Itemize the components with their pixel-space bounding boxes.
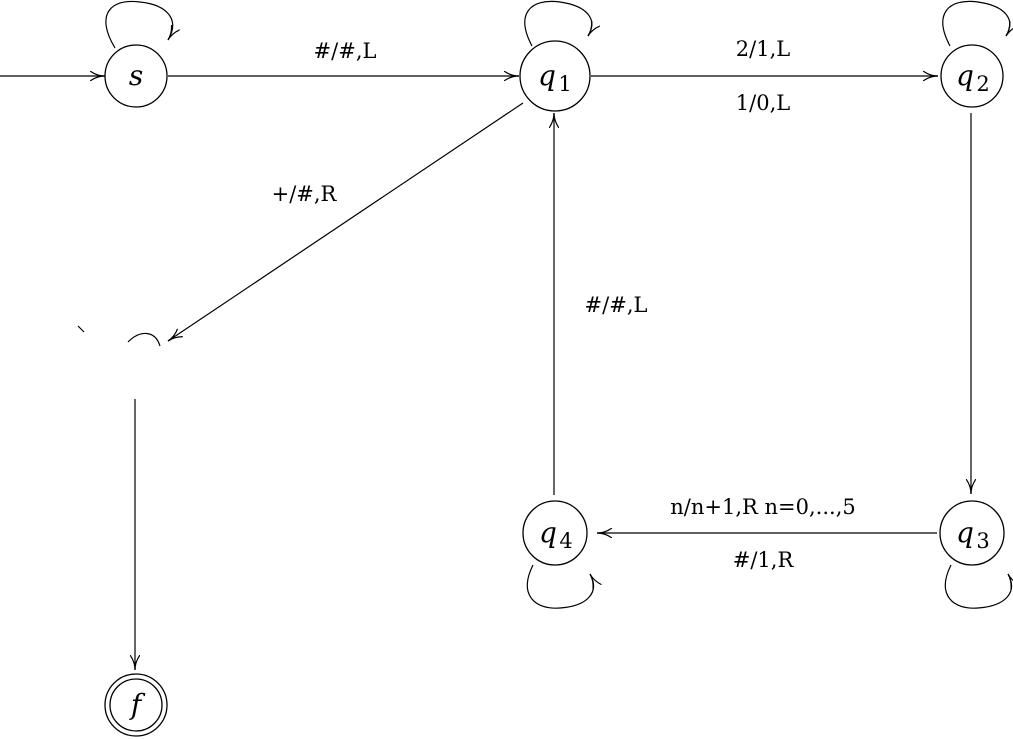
label-q3-q4-bottom: #/1,R (733, 548, 795, 572)
self-loop-q4 (526, 564, 593, 609)
state-q3: q 3 (939, 500, 1005, 566)
state-s: s (104, 44, 168, 108)
state-label-q2: q (956, 59, 974, 92)
self-loop-q2 (942, 0, 1010, 47)
state-q4: q 4 (522, 500, 588, 566)
label-q1-hidden: +/#,R (272, 182, 338, 206)
label-s-q1: #/#,L (314, 39, 377, 63)
self-loop-q1 (524, 0, 592, 47)
state-q1: q 1 (519, 40, 591, 112)
state-label-s: s (129, 59, 143, 92)
label-q4-q1: #/#,L (585, 293, 648, 317)
state-label-q1: q (538, 59, 556, 92)
label-q1-q2-top: 2/1,L (736, 37, 790, 61)
edge-q1-hidden-state (168, 102, 524, 341)
state-label-q3: q (956, 516, 974, 549)
self-loop-q3 (944, 564, 1011, 609)
state-label-q4: q (539, 516, 557, 549)
state-sub-q2: 2 (976, 72, 989, 96)
label-q3-q4-top: n/n+1,R n=0,...,5 (670, 495, 855, 519)
self-loop-hidden-state (77, 325, 161, 347)
label-q1-q2-bottom: 1/0,L (736, 91, 790, 115)
state-sub-q4: 4 (559, 529, 572, 553)
self-loop-s (105, 0, 173, 49)
state-sub-q1: 1 (558, 72, 571, 96)
state-sub-q3: 3 (976, 529, 989, 553)
state-q2: q 2 (940, 44, 1004, 108)
state-f-accepting: f (104, 673, 168, 737)
